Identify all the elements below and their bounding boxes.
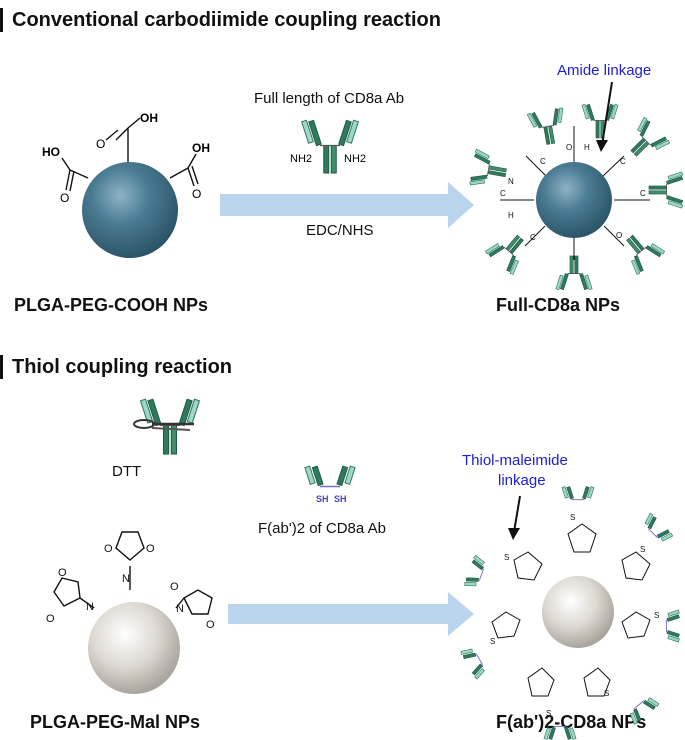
svg-text:N: N bbox=[508, 177, 514, 186]
svg-text:C: C bbox=[640, 189, 646, 198]
cooh-oh-top: OH bbox=[140, 111, 158, 125]
plga-peg-mal-label: PLGA-PEG-Mal NPs bbox=[30, 712, 201, 732]
svg-text:H: H bbox=[584, 143, 590, 152]
fab-cd8a-label: F(ab')2-CD8a NPs bbox=[496, 712, 647, 732]
cooh-ho-left: HO bbox=[42, 145, 60, 159]
dtt-label: DTT bbox=[112, 463, 142, 480]
svg-text:O: O bbox=[170, 581, 179, 593]
svg-text:N: N bbox=[122, 573, 130, 585]
svg-text:S: S bbox=[604, 689, 609, 698]
section-title-carbodiimide: Conventional carbodiimide coupling react… bbox=[0, 8, 441, 32]
full-length-antibody-icon: NH2 NH2 bbox=[290, 119, 366, 174]
fab2-fragment-icon: SH SH bbox=[304, 465, 356, 504]
svg-text:O: O bbox=[46, 613, 55, 625]
thiol-maleimide-label-2: linkage bbox=[498, 472, 546, 489]
svg-text:S: S bbox=[490, 637, 495, 646]
plga-peg-cooh-nanoparticle: OH O HO O OH O bbox=[42, 111, 210, 258]
svg-text:O: O bbox=[616, 231, 622, 240]
svg-text:S: S bbox=[570, 513, 575, 522]
svg-text:S: S bbox=[546, 709, 551, 718]
svg-text:C: C bbox=[530, 233, 536, 242]
thiol-maleimide-label: Thiol-maleimide bbox=[462, 452, 568, 469]
plga-peg-cooh-label: PLGA-PEG-COOH NPs bbox=[14, 295, 209, 315]
fab-cd8a-nanoparticle: S S S S S S S bbox=[459, 486, 680, 740]
reaction-arrow-top bbox=[220, 182, 474, 228]
nh2-right: NH2 bbox=[344, 153, 366, 165]
svg-text:O: O bbox=[566, 143, 572, 152]
svg-text:O: O bbox=[58, 567, 67, 579]
svg-text:O: O bbox=[206, 619, 215, 631]
svg-text:H: H bbox=[508, 211, 514, 220]
svg-text:O: O bbox=[192, 187, 201, 201]
svg-text:O: O bbox=[146, 543, 155, 555]
amide-linkage-label: Amide linkage bbox=[557, 62, 652, 79]
svg-text:C: C bbox=[500, 189, 506, 198]
nh2-left: NH2 bbox=[290, 153, 312, 165]
svg-text:S: S bbox=[654, 611, 659, 620]
svg-text:S: S bbox=[640, 545, 645, 554]
plga-peg-mal-nanoparticle: O O N O O N O O N bbox=[46, 531, 215, 694]
reaction-arrow-bottom bbox=[228, 592, 474, 636]
full-cd8a-label: Full-CD8a NPs bbox=[496, 295, 621, 315]
cooh-oh-right: OH bbox=[192, 141, 210, 155]
svg-text:C: C bbox=[620, 157, 626, 166]
fab-label: F(ab')2 of CD8a Ab bbox=[258, 520, 386, 537]
svg-text:N: N bbox=[176, 603, 184, 615]
svg-text:C: C bbox=[540, 157, 546, 166]
svg-text:O: O bbox=[104, 543, 113, 555]
dtt-antibody-icon bbox=[133, 398, 201, 455]
svg-text:O: O bbox=[60, 191, 69, 205]
full-cd8a-nanoparticle: O H C C C N H O C C bbox=[468, 81, 684, 291]
section-title-thiol: Thiol coupling reaction bbox=[0, 355, 232, 379]
full-length-ab-label: Full length of CD8a Ab bbox=[254, 90, 405, 107]
svg-text:S: S bbox=[504, 553, 509, 562]
sh-right: SH bbox=[334, 494, 347, 504]
svg-text:O: O bbox=[96, 137, 105, 151]
svg-text:N: N bbox=[86, 601, 94, 613]
sh-left: SH bbox=[316, 494, 329, 504]
edc-nhs-label: EDC/NHS bbox=[306, 222, 374, 239]
